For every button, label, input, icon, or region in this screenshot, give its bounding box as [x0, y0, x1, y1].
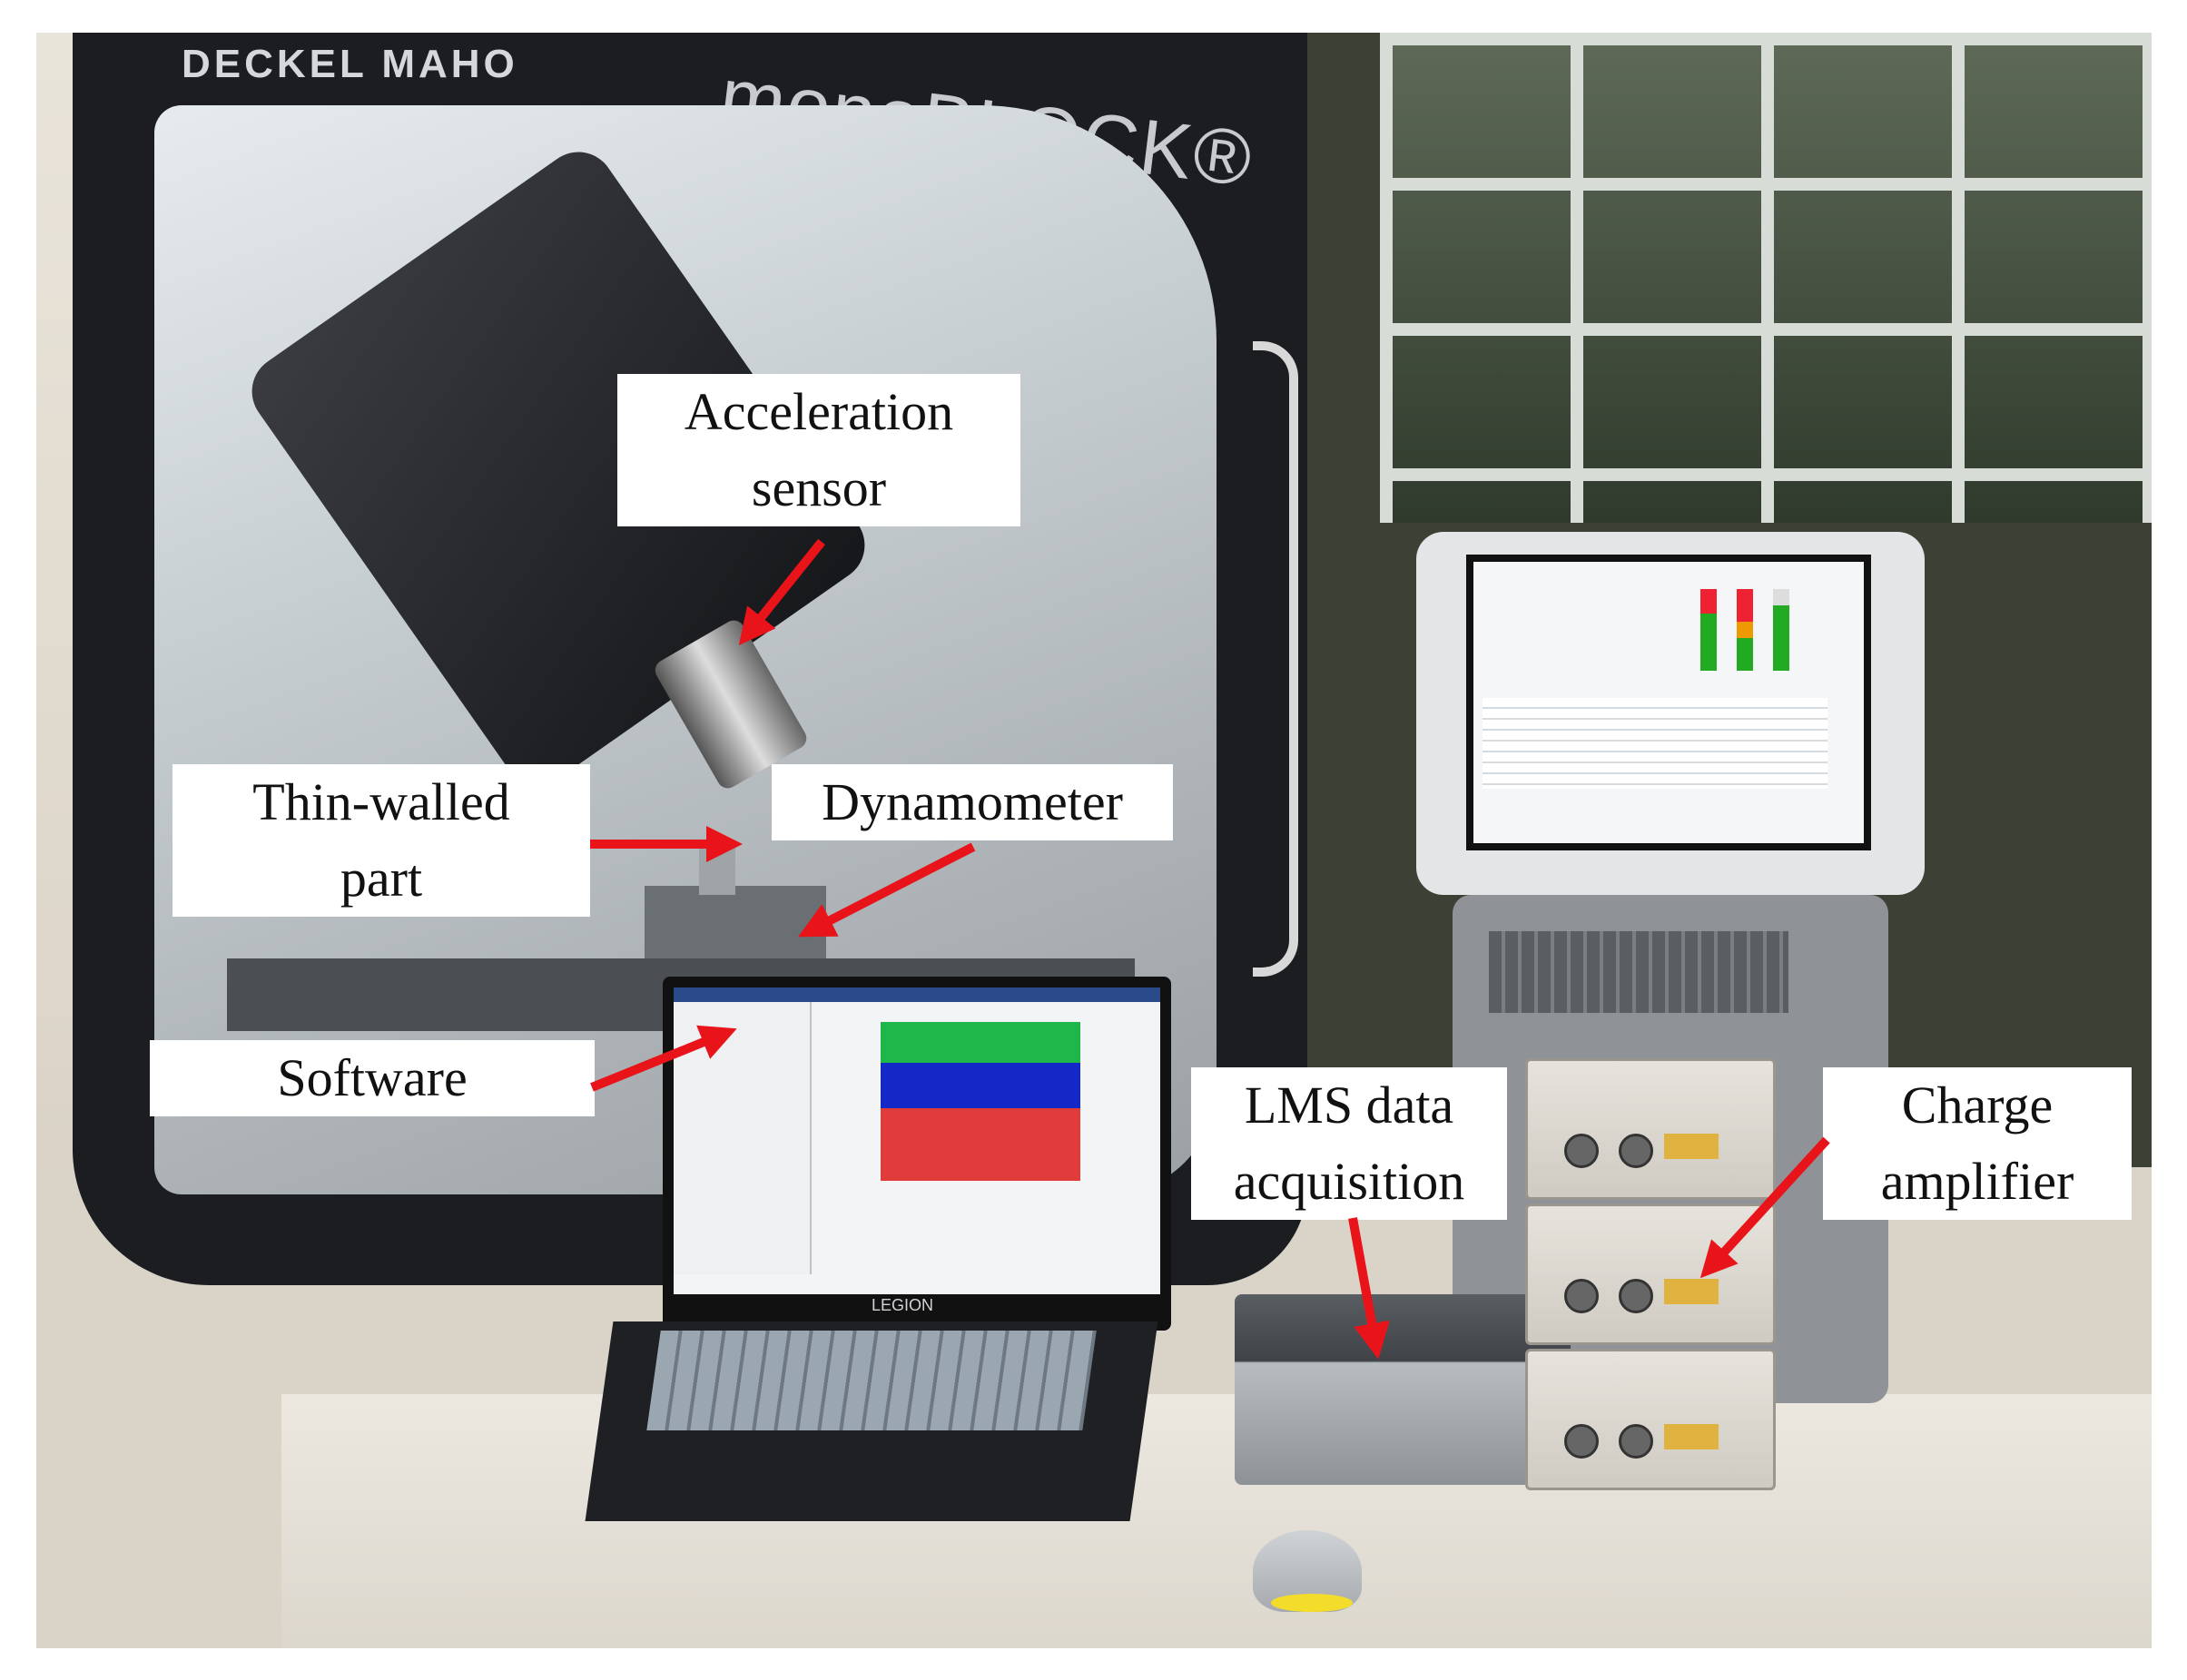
laptop-keyboard [646, 1331, 1097, 1430]
label-line: sensor [751, 458, 887, 518]
label-thin-walled-part: Thin-walled part [172, 764, 590, 918]
label-line: part [340, 849, 423, 909]
door-handle [1253, 341, 1298, 977]
label-line: amplifier [1880, 1152, 2074, 1212]
label-dynamometer: Dynamometer [772, 764, 1173, 841]
label-line: Dynamometer [822, 772, 1123, 831]
amplifier-knob [1564, 1279, 1599, 1313]
cnc-keyboard [1489, 931, 1788, 1013]
amplifier-knob [1564, 1134, 1599, 1168]
label-line: Acceleration [684, 382, 954, 441]
thin-walled-workpiece [699, 840, 735, 895]
amplifier-knob [1619, 1279, 1653, 1313]
label-lms-data-acquisition: LMS data acquisition [1191, 1067, 1507, 1221]
charge-amplifier-unit [1525, 1058, 1776, 1200]
charge-amplifier-unit [1525, 1349, 1776, 1490]
cnc-screen [1466, 555, 1871, 850]
amplifier-terminal [1664, 1279, 1719, 1304]
label-line: Software [277, 1048, 468, 1107]
lab-photo: DECKEL MAHO monoBLOCK® LEGION [36, 33, 2152, 1648]
signal-series-blue [881, 1063, 1080, 1108]
label-line: Thin-walled [252, 772, 510, 831]
cnc-program-list [1483, 698, 1827, 789]
charge-amplifier-unit [1525, 1204, 1776, 1345]
laptop-brand-text: LEGION [872, 1296, 934, 1314]
amplifier-terminal [1664, 1424, 1719, 1449]
signal-series-red [881, 1108, 1080, 1181]
signal-plot [881, 1022, 1080, 1181]
mouse-base [1271, 1594, 1353, 1612]
software-sidebar [674, 1002, 812, 1274]
lms-data-acquisition-unit [1235, 1294, 1571, 1485]
cnc-load-bar [1700, 589, 1717, 671]
amplifier-terminal [1664, 1134, 1719, 1159]
label-line: Charge [1901, 1076, 2054, 1135]
cnc-load-bar [1737, 589, 1753, 671]
workshop-windows [1380, 33, 2152, 523]
amplifier-knob [1619, 1424, 1653, 1459]
software-title-bar [674, 987, 1160, 1002]
cnc-load-bar [1773, 589, 1789, 671]
desk [281, 1394, 2152, 1648]
dynamometer-device [645, 886, 826, 958]
amplifier-knob [1619, 1134, 1653, 1168]
machine-brand-text: DECKEL MAHO [182, 42, 518, 86]
label-acceleration-sensor: Acceleration sensor [617, 374, 1020, 527]
label-line: acquisition [1233, 1152, 1465, 1212]
amplifier-knob [1564, 1424, 1599, 1459]
label-line: LMS data [1244, 1076, 1454, 1135]
label-charge-amplifier: Charge amplifier [1823, 1067, 2132, 1221]
label-software: Software [150, 1040, 595, 1117]
